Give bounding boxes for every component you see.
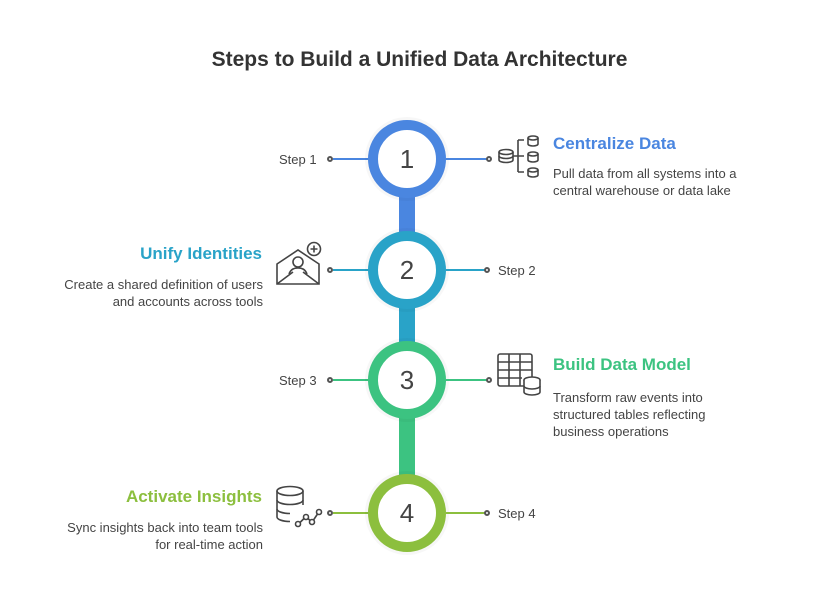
step-4-description-line-2: for real-time action xyxy=(155,537,263,552)
step-4-right-connector xyxy=(446,512,486,514)
step-3-description: Transform raw events into structured tab… xyxy=(553,389,783,440)
step-2-description-line-2: and accounts across tools xyxy=(112,294,263,309)
step-2-label: Step 2 xyxy=(498,263,536,278)
step-1-heading: Centralize Data xyxy=(553,134,676,153)
spine-segment-3-4 xyxy=(399,417,415,477)
step-2-circle: 2 xyxy=(368,231,446,309)
step-1-circle: 1 xyxy=(368,120,446,198)
step-4-heading: Activate Insights xyxy=(125,487,262,506)
step-3-right-connector xyxy=(446,379,488,381)
step-3-left-connector xyxy=(333,379,373,381)
step-2-heading: Unify Identities xyxy=(140,244,262,263)
step-1-left-connector xyxy=(333,158,373,160)
step-1-right-connector xyxy=(446,158,488,160)
step-3-label: Step 3 xyxy=(279,373,317,388)
step-4-description: Sync insights back into team tools for r… xyxy=(23,519,263,553)
step-2-description-line-1: Create a shared definition of users xyxy=(64,277,263,292)
step-2-number: 2 xyxy=(399,254,415,285)
page-title: Steps to Build a Unified Data Architectu… xyxy=(211,48,628,71)
database-analytics-icon xyxy=(276,485,323,528)
step-1-left-dot xyxy=(327,156,333,162)
step-1-label: Step 1 xyxy=(279,152,317,167)
step-4-left-connector xyxy=(333,512,373,514)
step-4-circle: 4 xyxy=(368,474,446,552)
user-add-envelope-icon xyxy=(276,241,322,285)
step-3-description-line-1: Transform raw events into xyxy=(553,390,703,405)
step-1-number: 1 xyxy=(399,143,415,174)
step-3-number: 3 xyxy=(399,364,415,395)
step-4-label: Step 4 xyxy=(498,506,536,521)
step-3-right-dot xyxy=(486,377,492,383)
step-3-description-line-3: business operations xyxy=(553,424,669,439)
database-network-icon xyxy=(498,135,539,178)
step-1-description-line-1: Pull data from all systems into a xyxy=(553,166,737,181)
spine-segment-2-3 xyxy=(399,306,415,344)
step-2-left-connector xyxy=(333,269,373,271)
step-4-left-dot xyxy=(327,510,333,516)
step-2-right-connector xyxy=(446,269,486,271)
step-4-right-dot xyxy=(484,510,490,516)
step-1-right-dot xyxy=(486,156,492,162)
step-3-description-line-2: structured tables reflecting xyxy=(553,407,706,422)
step-4-description-line-1: Sync insights back into team tools xyxy=(67,520,263,535)
spine-segment-1-2 xyxy=(399,196,415,234)
step-4-number: 4 xyxy=(399,497,415,528)
step-2-description: Create a shared definition of users and … xyxy=(23,276,263,310)
step-3-circle: 3 xyxy=(368,341,446,419)
step-2-right-dot xyxy=(484,267,490,273)
step-1-description: Pull data from all systems into a centra… xyxy=(553,165,783,199)
table-database-icon xyxy=(497,353,541,396)
step-3-heading: Build Data Model xyxy=(553,355,691,374)
step-3-left-dot xyxy=(327,377,333,383)
step-1-description-line-2: central warehouse or data lake xyxy=(553,183,731,198)
step-2-left-dot xyxy=(327,267,333,273)
